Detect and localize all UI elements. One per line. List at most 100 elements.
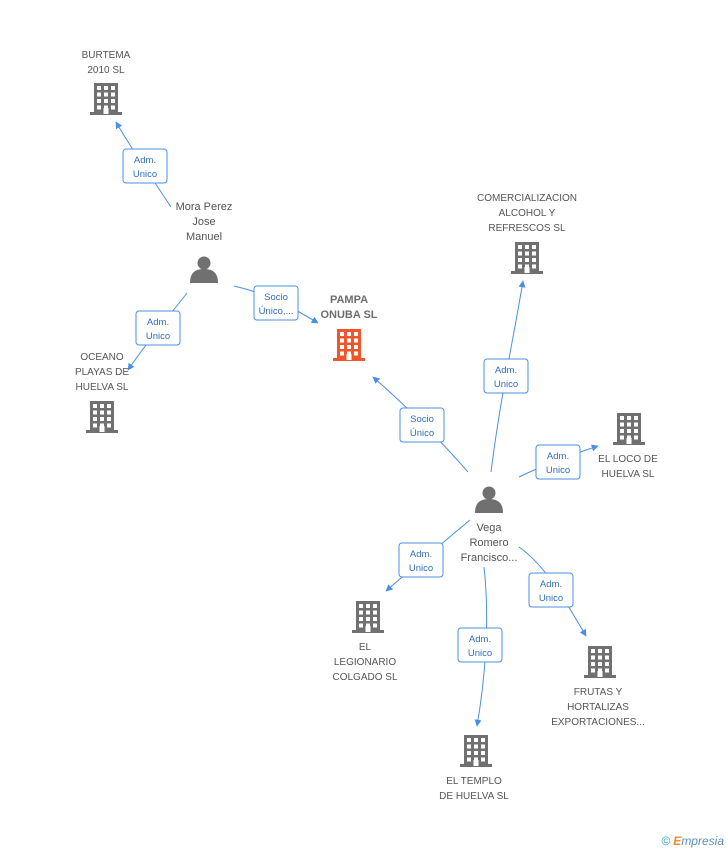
building-window: [481, 744, 485, 749]
building-window: [620, 422, 624, 427]
building-door: [99, 426, 105, 432]
role-badge-vega-loco[interactable]: Adm.Unico: [535, 444, 581, 480]
role-badge-vega-templo[interactable]: Adm.Unico: [457, 627, 503, 663]
building-window: [104, 92, 108, 97]
building-window: [100, 410, 104, 415]
building-window: [366, 617, 370, 621]
building-window: [107, 423, 111, 428]
building-window: [100, 423, 104, 428]
building-icon: [584, 646, 616, 678]
building-window: [481, 757, 485, 762]
role-badge-text: Adm.: [147, 317, 169, 328]
node-label: HUELVA SL: [76, 382, 129, 393]
building-window: [359, 610, 363, 615]
node-label: ONUBA SL: [320, 309, 377, 321]
building-window: [111, 86, 115, 90]
building-window: [340, 351, 344, 356]
role-badge-text: Único,...: [259, 306, 294, 317]
building-window: [525, 251, 529, 256]
building-window: [340, 332, 344, 336]
brand-logo-text: mpresia: [681, 834, 724, 848]
role-badge-box: [457, 627, 503, 663]
person-icon: [190, 256, 218, 283]
role-badge-text: Socio: [264, 292, 288, 303]
company-node-frutas[interactable]: FRUTAS YHORTALIZASEXPORTACIONES...: [551, 646, 645, 728]
building-window: [373, 604, 377, 608]
role-badge-vega-comercializacion[interactable]: Adm.Unico: [483, 358, 529, 394]
building-window: [93, 404, 97, 408]
building-window: [467, 738, 471, 742]
node-label: EL LOCO DE: [598, 454, 658, 465]
building-door: [597, 671, 603, 677]
role-badge-text: Unico: [409, 563, 433, 574]
role-badge-mora-pampa[interactable]: SocioÚnico,...: [253, 285, 299, 321]
role-badge-text: Adm.: [540, 579, 562, 590]
building-window: [518, 251, 522, 256]
building-window: [354, 345, 358, 349]
building-icon: [86, 401, 118, 433]
building-window: [111, 99, 115, 103]
company-node-oceano[interactable]: OCEANO PLAYAS DE HUELVA SL: [75, 352, 129, 433]
role-badge-text: Adm.: [410, 549, 432, 560]
building-window: [481, 738, 485, 742]
building-window: [627, 416, 631, 420]
building-window: [627, 429, 631, 433]
building-window: [111, 105, 115, 110]
role-badge-text: Unico: [146, 331, 170, 342]
node-label: 2010 SL: [87, 65, 125, 76]
building-window: [634, 429, 638, 433]
node-label: COLGADO SL: [332, 672, 397, 683]
role-badge-mora-burtema[interactable]: Adm.Unico: [122, 148, 168, 184]
building-window: [620, 416, 624, 420]
building-window: [605, 649, 609, 653]
building-window: [93, 410, 97, 415]
building-window: [107, 410, 111, 415]
person-node-vega[interactable]: VegaRomeroFrancisco...: [461, 486, 518, 565]
building-window: [347, 332, 351, 336]
role-badge-vega-legionario[interactable]: Adm. Unico: [398, 542, 444, 578]
person-head: [197, 256, 211, 270]
building-window: [532, 258, 536, 262]
role-badge-text: Unico: [494, 379, 518, 390]
building-window: [366, 610, 370, 615]
node-label: Mora Perez: [176, 201, 233, 213]
building-window: [525, 245, 529, 249]
building-window: [634, 422, 638, 427]
role-badge-text: Socio: [410, 414, 434, 425]
building-window: [605, 668, 609, 673]
building-window: [532, 264, 536, 269]
role-badge-text: Adm.: [547, 451, 569, 462]
building-window: [359, 623, 363, 628]
building-window: [467, 751, 471, 755]
node-label: FRUTAS Y: [574, 687, 623, 698]
building-door: [365, 626, 371, 632]
building-window: [532, 251, 536, 256]
role-badge-mora-oceano[interactable]: Adm. Unico: [135, 310, 181, 346]
node-label: Vega: [476, 522, 502, 534]
building-door: [346, 354, 352, 360]
node-label: PLAYAS DE: [75, 367, 129, 378]
building-window: [627, 422, 631, 427]
person-body: [190, 269, 218, 283]
node-label: OCEANO: [80, 352, 124, 363]
node-label: Manuel: [186, 231, 222, 243]
building-window: [620, 435, 624, 440]
role-badge-vega-frutas[interactable]: Adm.Unico: [528, 572, 574, 608]
building-window: [366, 623, 370, 628]
building-window: [627, 435, 631, 440]
role-badge-box: [528, 572, 574, 608]
brand-logo-initial: E: [673, 834, 682, 848]
role-badge-box: [122, 148, 168, 184]
building-window: [354, 332, 358, 336]
building-window: [366, 604, 370, 608]
building-window: [467, 757, 471, 762]
